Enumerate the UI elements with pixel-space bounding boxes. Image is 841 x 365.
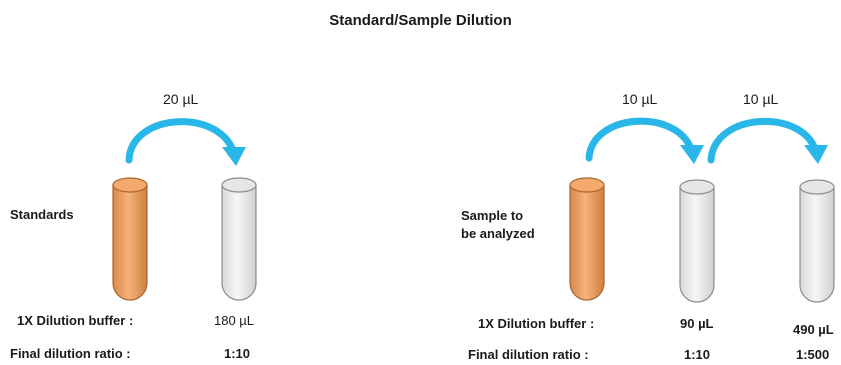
tube-sample-dilution-2 (799, 179, 835, 303)
left-buffer-label: 1X Dilution buffer : (17, 313, 134, 328)
standards-label: Standards (10, 207, 74, 222)
tube-left-dilution (221, 177, 257, 301)
tube-sample (569, 177, 605, 301)
left-ratio-label: Final dilution ratio : (10, 346, 131, 361)
tube-standards (112, 177, 148, 301)
transfer-arrow-left (125, 118, 246, 166)
right-ratio-value-2: 1:500 (796, 347, 830, 362)
left-ratio-value: 1:10 (224, 346, 251, 361)
page-title: Standard/Sample Dilution (329, 12, 512, 29)
right-transfer-volume-1: 10 µL (622, 91, 658, 107)
right-transfer-volume-2: 10 µL (743, 91, 779, 107)
right-buffer-volume-2: 490 µL (793, 322, 834, 337)
sample-label-line2: be analyzed (461, 226, 535, 241)
tube-sample-dilution-1 (679, 179, 715, 303)
right-buffer-label: 1X Dilution buffer : (478, 316, 595, 331)
right-buffer-volume-1: 90 µL (680, 316, 714, 331)
right-ratio-value-1: 1:10 (684, 347, 711, 362)
sample-label-line1: Sample to (461, 208, 524, 223)
left-buffer-volume: 180 µL (214, 313, 255, 328)
transfer-arrow-right-1 (585, 117, 704, 164)
transfer-arrow-right-2 (707, 118, 828, 164)
left-transfer-volume: 20 µL (163, 91, 199, 107)
right-ratio-label: Final dilution ratio : (468, 347, 589, 362)
